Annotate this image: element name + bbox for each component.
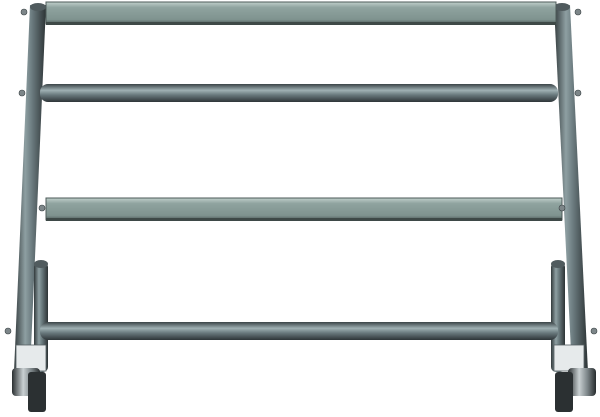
middle-shelf-panel: [45, 197, 563, 221]
right-inner-post: [551, 260, 565, 372]
bolt: [558, 204, 566, 212]
upper-cross-tube: [40, 84, 558, 102]
right-upright: [554, 3, 588, 372]
right-foot: [553, 344, 596, 412]
left-inner-post: [34, 260, 48, 372]
lower-cross-tube: [40, 322, 558, 340]
bolts: [4, 8, 598, 335]
bolt: [574, 89, 582, 97]
top-shelf-panel: [45, 1, 557, 25]
bolt: [574, 8, 582, 16]
left-foot: [12, 344, 47, 412]
bolt: [20, 8, 28, 16]
bolt: [590, 327, 598, 335]
bolt: [38, 204, 46, 212]
bolt: [4, 327, 12, 335]
bolt: [18, 89, 26, 97]
left-upright: [14, 3, 46, 372]
